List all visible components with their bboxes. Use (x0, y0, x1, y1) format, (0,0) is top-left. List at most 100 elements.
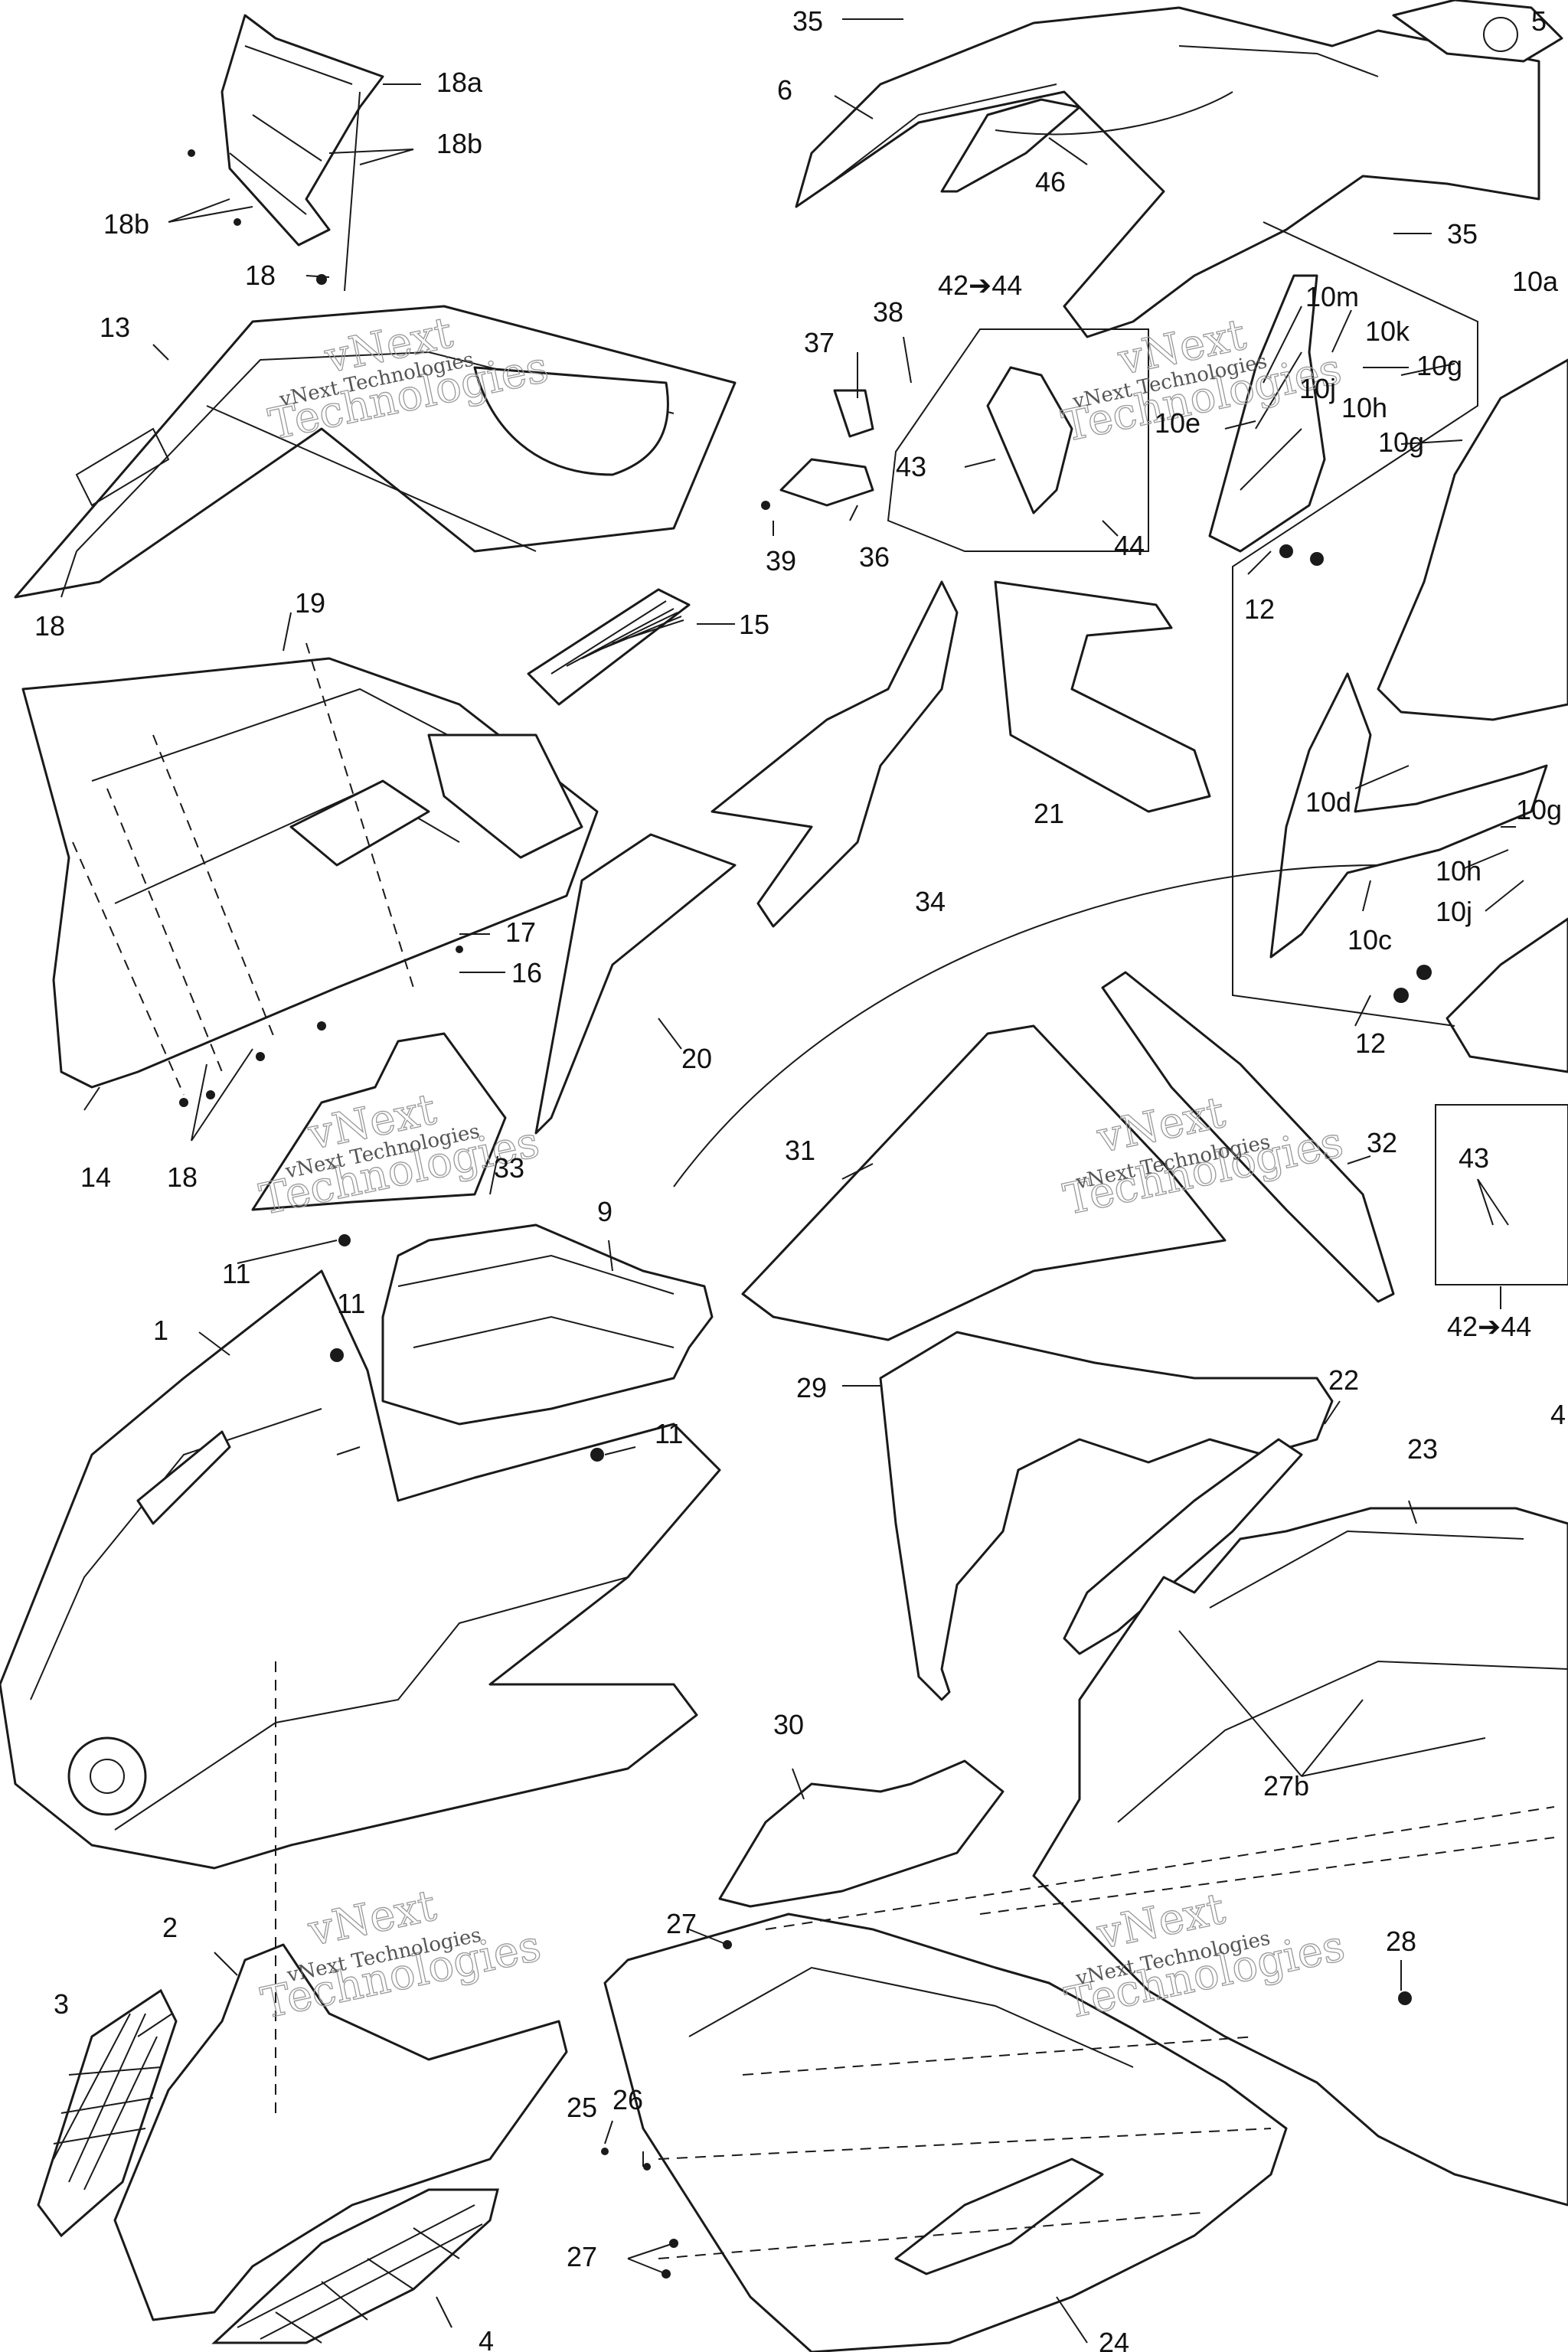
watermark-5: vNext Technologies vNext Technologies (256, 1880, 545, 2030)
part-22-strip (1063, 1438, 1303, 1655)
part-36-clip (779, 458, 874, 507)
callout-28: 28 (1386, 1926, 1416, 1957)
callout-6: 6 (777, 74, 792, 106)
callout-10c: 10c (1348, 924, 1392, 956)
callout-12-b: 12 (1355, 1027, 1386, 1059)
callout-36: 36 (859, 541, 890, 573)
kit-box-42-44-right (1435, 1104, 1568, 1285)
callout-24: 24 (1099, 2327, 1129, 2352)
part-5-bracket (1392, 0, 1563, 63)
callout-43-b: 43 (1459, 1142, 1489, 1174)
callout-10m: 10m (1305, 281, 1359, 312)
fasteners (179, 149, 1432, 2278)
callout-30: 30 (773, 1709, 804, 1740)
part-15-vent (527, 588, 691, 706)
assembly-lines (72, 91, 1555, 2259)
callout-27-a: 27 (666, 1908, 697, 1939)
callout-4: 4 (479, 2325, 494, 2352)
callout-33: 33 (494, 1152, 524, 1184)
part-30-liner (718, 1759, 1004, 1908)
callout-10g-a: 10g (1416, 350, 1462, 381)
callout-25: 25 (567, 2092, 597, 2123)
callout-42-44-right: 42➔44 (1447, 1311, 1531, 1342)
callout-32: 32 (1367, 1127, 1397, 1158)
part-3-grille-mesh (53, 2013, 162, 2190)
part-4-grille (211, 2188, 499, 2344)
callout-16: 16 (511, 957, 542, 988)
part-42-cover (986, 366, 1073, 514)
part-10-lower-bracket (1446, 917, 1568, 1073)
watermark-6: vNext Technologies vNext Technologies (1060, 1883, 1349, 2030)
callout-18-c: 18 (167, 1161, 198, 1193)
callout-2: 2 (162, 1912, 178, 1943)
part-2-nose-panel (113, 1943, 568, 2321)
callout-3: 3 (54, 1988, 69, 2020)
callout-10e: 10e (1155, 407, 1200, 439)
callout-10d: 10d (1305, 786, 1351, 818)
callout-1: 1 (153, 1315, 168, 1346)
callout-10h-b: 10h (1436, 855, 1481, 887)
callout-35-a: 35 (792, 5, 823, 37)
callout-31: 31 (785, 1135, 815, 1166)
callout-42-44-top: 42➔44 (938, 270, 1022, 301)
callout-44: 44 (1114, 530, 1145, 561)
callout-10g-b: 10g (1378, 426, 1424, 458)
callout-18a-top: 18a (436, 67, 483, 98)
callout-34: 34 (915, 886, 946, 917)
part-37-bracket (833, 389, 874, 438)
callout-15: 15 (739, 609, 769, 640)
callout-9: 9 (597, 1196, 612, 1227)
callout-10h-a: 10h (1341, 392, 1387, 423)
callout-12-a: 12 (1244, 593, 1275, 625)
leader-lines (60, 18, 1524, 2344)
callout-43-a: 43 (896, 451, 926, 482)
callout-35-b: 35 (1447, 218, 1478, 250)
part-10e-bracket (1208, 274, 1326, 553)
part-18a-bracket (220, 14, 384, 247)
part-33-liner (251, 1032, 507, 1211)
callout-17: 17 (505, 916, 536, 948)
part-23-side-panel (1032, 1507, 1568, 2207)
part-31-sheet (741, 1024, 1227, 1341)
callout-11-a: 11 (222, 1258, 250, 1289)
callout-14: 14 (80, 1161, 111, 1193)
callout-18b-top: 18b (436, 128, 482, 159)
callout-11-b: 11 (337, 1288, 365, 1319)
callout-11-c: 11 (655, 1418, 683, 1449)
callout-18b-left: 18b (103, 208, 149, 240)
callout-29: 29 (796, 1372, 827, 1403)
part-9-headlight-housing (381, 1223, 714, 1426)
part-14-hood-tray (21, 657, 599, 1089)
callout-4-b: 4 (1550, 1399, 1566, 1430)
callout-22: 22 (1328, 1364, 1359, 1396)
kit-box-10 (1232, 221, 1478, 1027)
callout-20: 20 (681, 1043, 712, 1074)
callout-18-b: 18 (34, 610, 65, 642)
callout-26: 26 (612, 2084, 643, 2115)
callout-10j-a: 10j (1299, 373, 1336, 404)
callout-21: 21 (1034, 798, 1064, 829)
kit-box-42-44-top (887, 328, 1149, 552)
callout-27b: 27b (1263, 1770, 1309, 1802)
callout-10g-c: 10g (1516, 794, 1562, 825)
part-29-sheet (879, 1331, 1334, 1701)
callout-labels: 18a 18b 18b 18 13 18 1 9 15 17 16 20 14 1… (34, 5, 1566, 2352)
part-10a-panel (1377, 358, 1568, 721)
callout-10a: 10a (1512, 266, 1559, 297)
part-46-insert (940, 98, 1081, 193)
part-1-hood (0, 1269, 721, 1870)
part-6-fairing (795, 6, 1540, 338)
callout-13: 13 (100, 312, 130, 343)
part-13-upper-panel (14, 305, 737, 599)
callout-5: 5 (1531, 5, 1547, 37)
callout-10j-b: 10j (1436, 896, 1472, 927)
callout-27-c: 27 (567, 2241, 597, 2272)
callout-23: 23 (1407, 1433, 1438, 1465)
callout-39: 39 (766, 545, 796, 577)
callout-10k: 10k (1365, 315, 1410, 347)
callout-18-a: 18 (245, 260, 276, 291)
callout-38: 38 (873, 296, 903, 328)
part-3-grille (37, 1988, 178, 2238)
part-34-foam (710, 580, 959, 928)
